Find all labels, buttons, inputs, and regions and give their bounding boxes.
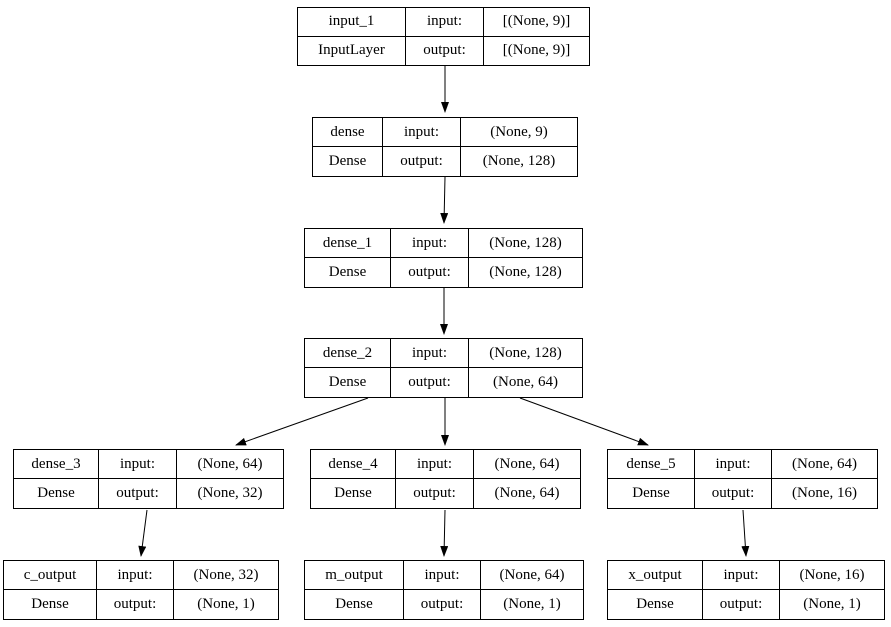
layer-type: Dense [305, 590, 404, 619]
edge-dense_4-m_output [440, 509, 449, 557]
layer-type: Dense [608, 479, 695, 508]
layer-name: dense_5 [608, 450, 695, 479]
edge-dense_2-dense_3 [235, 397, 369, 446]
layer-type: Dense [608, 590, 703, 619]
input-label: input: [97, 561, 174, 590]
input-shape: (None, 64) [474, 450, 580, 479]
input-shape: (None, 64) [772, 450, 877, 479]
layer-type: Dense [4, 590, 97, 619]
layer-name: input_1 [298, 8, 406, 37]
input-shape: (None, 128) [469, 229, 582, 258]
layer-name: dense_4 [311, 450, 396, 479]
input-label: input: [695, 450, 772, 479]
layer-type: Dense [313, 147, 383, 176]
layer-type: Dense [14, 479, 99, 508]
output-shape: (None, 128) [482, 153, 556, 169]
node-dense_4: dense_4 input: (None, 64) Dense output: … [310, 449, 581, 509]
node-dense_5: dense_5 input: (None, 64) Dense output: … [607, 449, 878, 509]
input-label: input: [383, 118, 461, 147]
output-shape: (None, 16) [792, 485, 857, 501]
layer-name: dense_1 [305, 229, 391, 258]
layer-name: dense [313, 118, 383, 147]
output-label: output: [396, 479, 474, 508]
input-label: input: [404, 561, 481, 590]
node-input_1: input_1 input: [(None, 9)] InputLayer ou… [297, 7, 590, 66]
node-dense: dense input: (None, 9) Dense output: (No… [312, 117, 578, 177]
output-shape: (None, 32) [197, 485, 263, 501]
output-shape: [(None, 9)] [502, 42, 571, 59]
edge-dense-dense_1 [440, 176, 449, 224]
node-x_output: x_output input: (None, 16) Dense output:… [607, 560, 885, 620]
input-shape: (None, 9) [461, 118, 577, 147]
input-label: input: [391, 229, 469, 258]
node-c_output: c_output input: (None, 32) Dense output:… [3, 560, 279, 620]
input-shape: (None, 32) [174, 561, 278, 590]
output-shape: (None, 1) [503, 596, 561, 612]
input-label: input: [99, 450, 177, 479]
layer-name: dense_3 [14, 450, 99, 479]
output-shape: (None, 64) [494, 485, 560, 501]
node-dense_1: dense_1 input: (None, 128) Dense output:… [304, 228, 583, 288]
input-label: input: [703, 561, 780, 590]
output-shape: (None, 1) [803, 596, 861, 612]
input-shape: (None, 128) [469, 339, 582, 368]
output-shape: (None, 64) [493, 374, 558, 390]
output-label: output: [703, 590, 780, 619]
output-label: output: [383, 147, 461, 176]
input-label: input: [406, 8, 484, 37]
layer-name: c_output [4, 561, 97, 590]
output-label: output: [391, 368, 469, 397]
node-dense_2: dense_2 input: (None, 128) Dense output:… [304, 338, 583, 398]
layer-name: dense_2 [305, 339, 391, 368]
output-shape: (None, 128) [489, 264, 562, 280]
layer-name: x_output [608, 561, 703, 590]
input-shape: [(None, 9)] [484, 8, 589, 37]
edge-dense_2-dense_5 [519, 397, 649, 446]
node-dense_3: dense_3 input: (None, 64) Dense output: … [13, 449, 284, 509]
output-label: output: [391, 258, 469, 287]
output-label: output: [404, 590, 481, 619]
output-label: output: [406, 36, 484, 65]
layer-type: Dense [305, 368, 391, 397]
input-shape: (None, 64) [481, 561, 583, 590]
input-label: input: [396, 450, 474, 479]
layer-type: Dense [305, 258, 391, 287]
layer-type: Dense [311, 479, 396, 508]
edge-dense_3-c_output [138, 509, 148, 557]
output-label: output: [97, 590, 174, 619]
output-shape: (None, 1) [197, 596, 255, 612]
node-m_output: m_output input: (None, 64) Dense output:… [304, 560, 584, 620]
output-label: output: [695, 479, 772, 508]
input-shape: (None, 64) [177, 450, 283, 479]
input-label: input: [391, 339, 469, 368]
output-label: output: [99, 479, 177, 508]
layer-type: InputLayer [298, 36, 406, 65]
edge-dense_5-x_output [741, 509, 750, 557]
input-shape: (None, 16) [780, 561, 884, 590]
layer-name: m_output [305, 561, 404, 590]
